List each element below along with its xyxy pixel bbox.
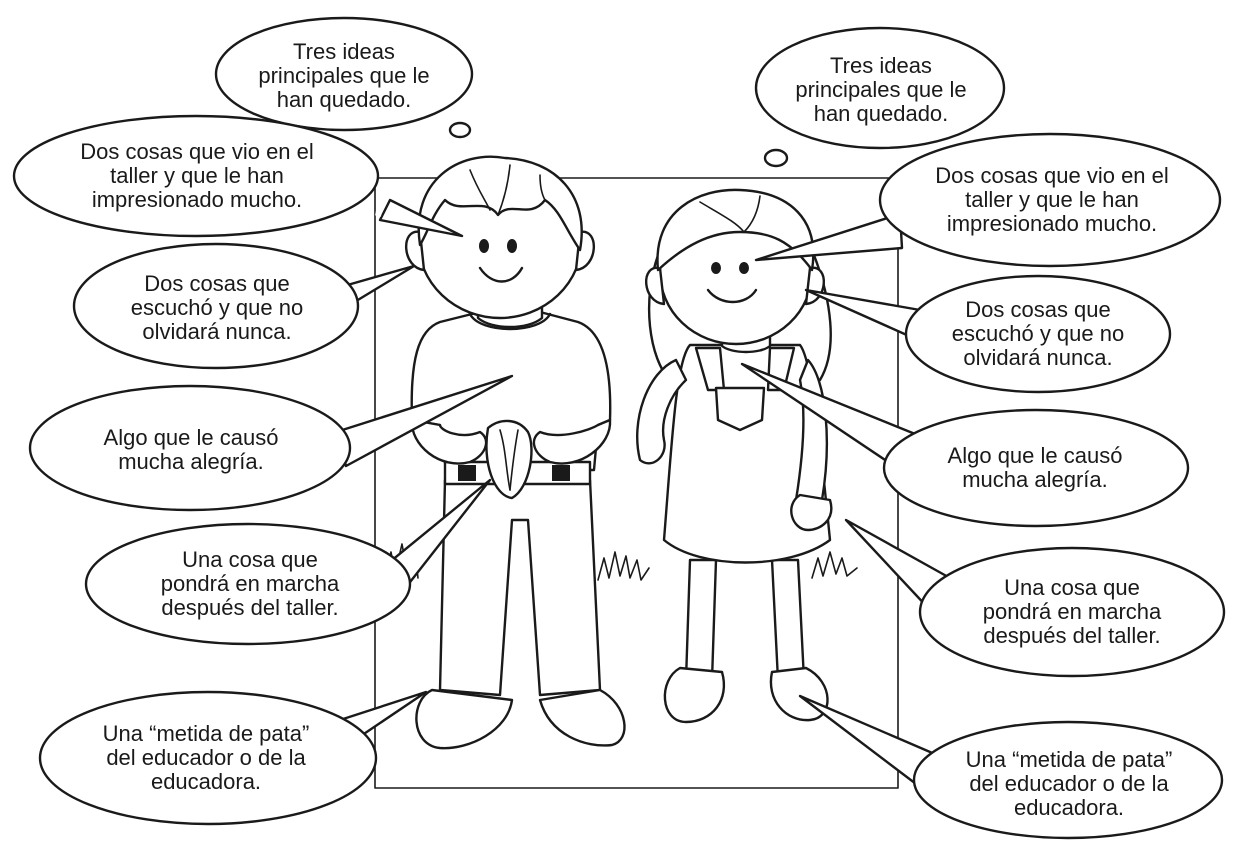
left-saw-text: Dos cosas que vio en el taller y que le … xyxy=(80,139,314,212)
right-mistake-text: Una “metida de pata” del educador o de l… xyxy=(965,747,1173,820)
left-heard-speech-bubble xyxy=(72,242,416,370)
right-action-text: Una cosa que pondrá en marcha después de… xyxy=(982,575,1162,648)
left-mistake-text: Una “metida de pata” del educador o de l… xyxy=(102,721,310,794)
girl-figure xyxy=(636,188,833,724)
right-action-speech-bubble xyxy=(844,518,1226,678)
right-ideas-thought-bubble xyxy=(754,26,1006,168)
boy-figure xyxy=(405,155,626,750)
right-mistake-speech-bubble xyxy=(798,694,1224,840)
left-joy-text: Algo que le causó mucha alegría. xyxy=(103,425,279,474)
right-heard-text: Dos cosas que escuchó y que no olvidará … xyxy=(951,297,1125,370)
right-saw-speech-bubble xyxy=(754,132,1222,268)
left-ideas-text: Tres ideas principales que le han quedad… xyxy=(258,39,430,112)
left-saw-speech-bubble xyxy=(12,114,464,238)
right-joy-speech-bubble xyxy=(740,362,1190,528)
left-joy-speech-bubble xyxy=(28,374,514,512)
left-ideas-thought-bubble xyxy=(214,16,474,139)
left-action-speech-bubble xyxy=(84,478,492,646)
right-joy-text: Algo que le causó mucha alegría. xyxy=(947,443,1123,492)
left-mistake-speech-bubble xyxy=(38,690,428,826)
right-ideas-text: Tres ideas principales que le han quedad… xyxy=(795,53,967,126)
left-heard-text: Dos cosas que escuchó y que no olvidará … xyxy=(130,271,304,344)
right-saw-text: Dos cosas que vio en el taller y que le … xyxy=(935,163,1169,236)
right-heard-speech-bubble xyxy=(804,274,1172,394)
left-action-text: Una cosa que pondrá en marcha después de… xyxy=(160,547,340,620)
